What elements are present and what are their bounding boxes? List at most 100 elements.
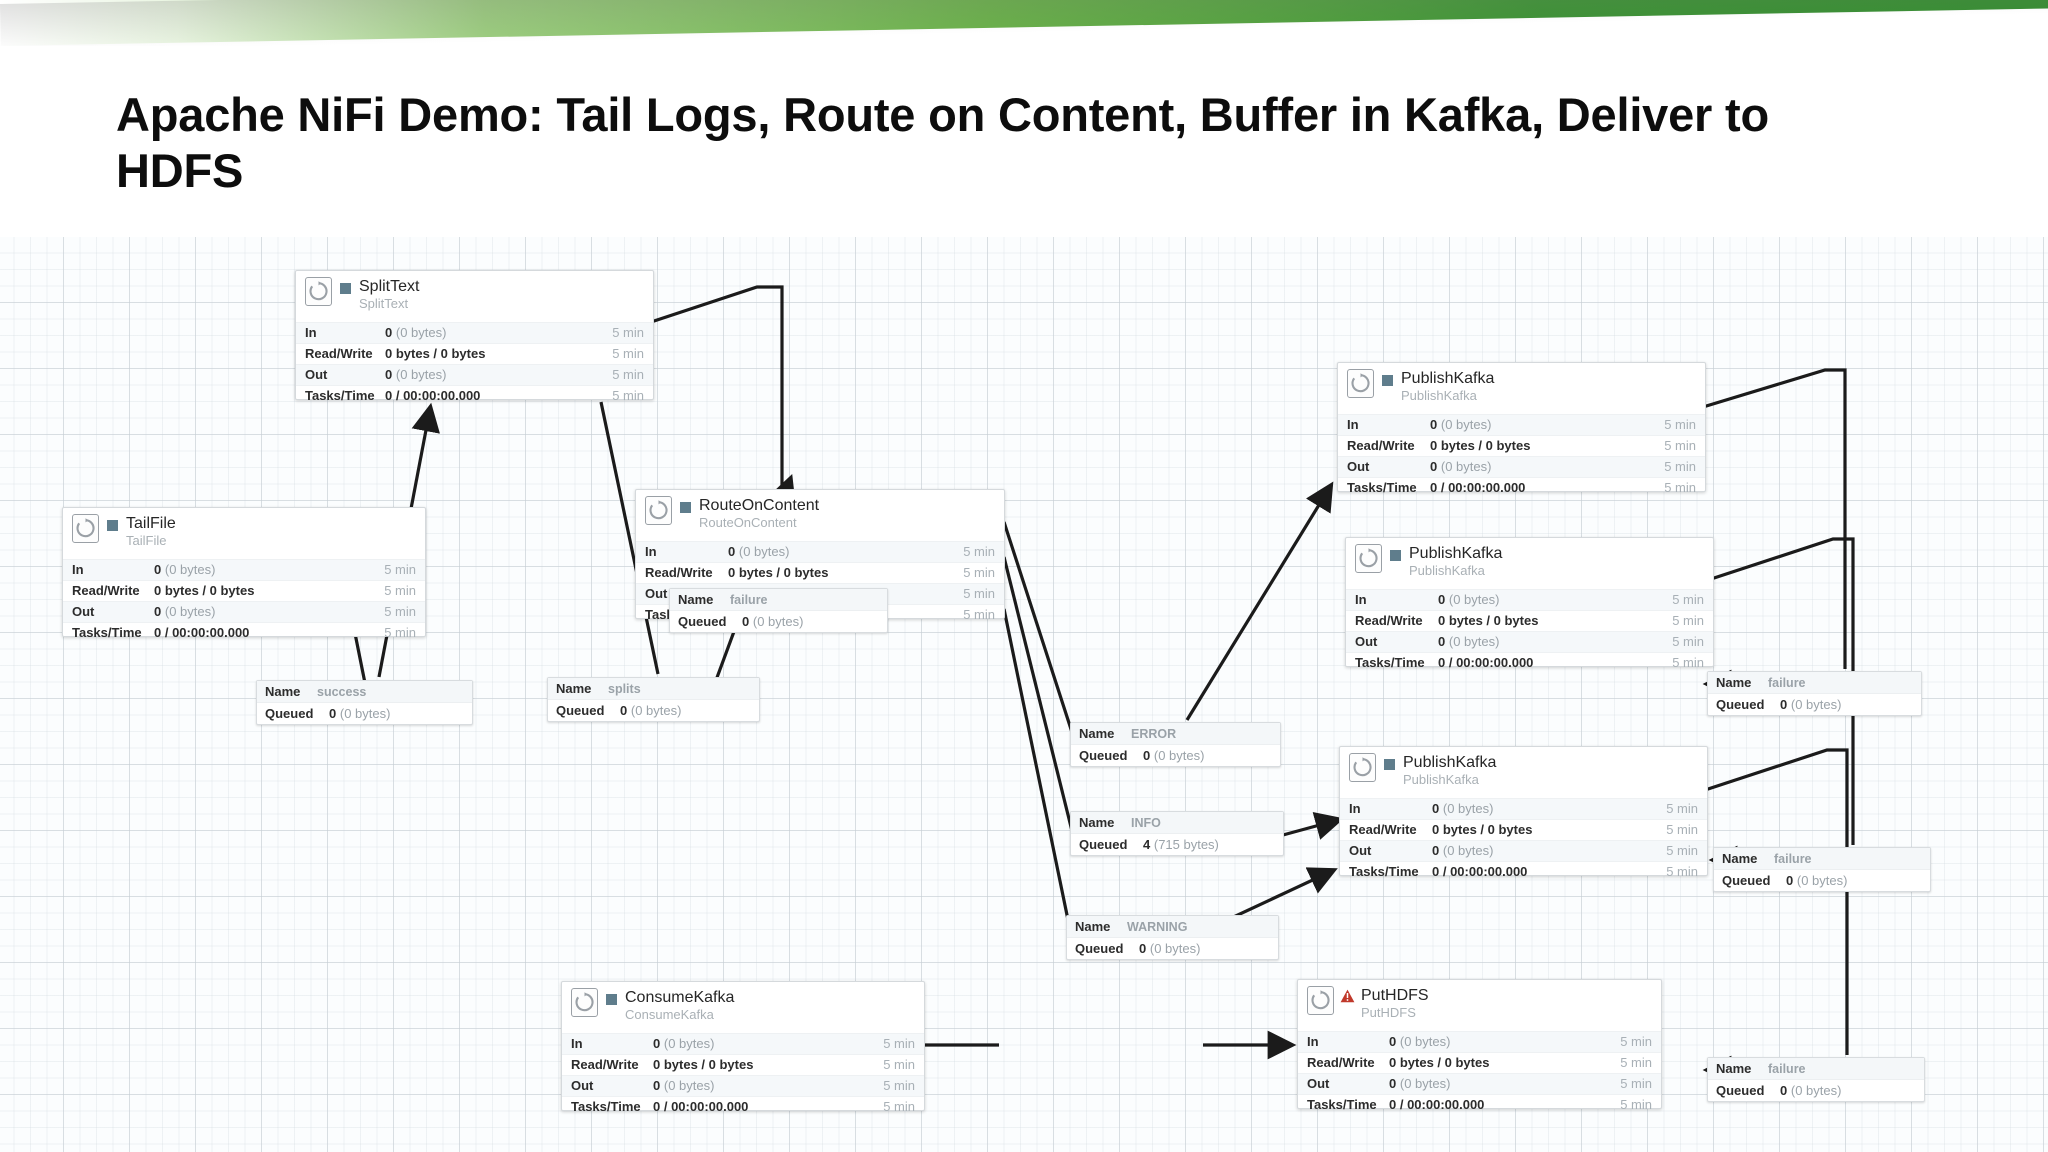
stat-row-read-write: Read/Write 0 bytes / 0 bytes 5 min	[562, 1054, 924, 1075]
stopped-square-icon	[340, 283, 351, 294]
stat-window-tasks-time: 5 min	[1620, 1097, 1652, 1112]
connection-name-label: Name	[1716, 675, 1752, 690]
connection-queued-value: 0 (0 bytes)	[620, 703, 682, 718]
stat-label-in: In	[305, 325, 317, 340]
stopped-square-icon	[1384, 759, 1395, 770]
stat-window-in: 5 min	[883, 1036, 915, 1051]
stat-window-read-write: 5 min	[963, 565, 995, 580]
stat-label-read-write: Read/Write	[645, 565, 713, 580]
processor-type: PublishKafka	[1401, 388, 1477, 403]
stat-value-out: 0 (0 bytes)	[1389, 1076, 1451, 1091]
stat-value-out: 0 (0 bytes)	[154, 604, 216, 619]
stopped-square-icon	[1382, 375, 1393, 386]
stat-window-tasks-time: 5 min	[963, 607, 995, 622]
stat-value-read-write: 0 bytes / 0 bytes	[653, 1057, 754, 1072]
stat-label-in: In	[1307, 1034, 1319, 1049]
stat-value-read-write: 0 bytes / 0 bytes	[728, 565, 829, 580]
processor-type: ConsumeKafka	[625, 1007, 714, 1022]
processor-name: RouteOnContent	[699, 497, 820, 514]
connection-queued-value: 0 (0 bytes)	[329, 706, 391, 721]
stat-label-read-write: Read/Write	[1349, 822, 1417, 837]
edge-kafka3-to-failure	[1704, 748, 1849, 1055]
stat-window-tasks-time: 5 min	[384, 625, 416, 640]
connection-name-label: Name	[678, 592, 714, 607]
stat-label-read-write: Read/Write	[571, 1057, 639, 1072]
stat-label-out: Out	[1307, 1076, 1330, 1091]
stat-window-out: 5 min	[612, 367, 644, 382]
stat-label-out: Out	[1349, 843, 1372, 858]
connection-queued-label: Queued	[1079, 748, 1128, 763]
stat-label-in: In	[1355, 592, 1367, 607]
stat-value-read-write: 0 bytes / 0 bytes	[385, 346, 486, 361]
stat-label-tasks-time: Tasks/Time	[1347, 480, 1417, 495]
stat-value-read-write: 0 bytes / 0 bytes	[1432, 822, 1533, 837]
stat-label-read-write: Read/Write	[1355, 613, 1423, 628]
warning-triangle-icon	[1340, 989, 1355, 1008]
edge-splittext-to-failure	[650, 285, 784, 585]
stat-value-out: 0 (0 bytes)	[1438, 634, 1500, 649]
stat-window-read-write: 5 min	[883, 1057, 915, 1072]
connection-queued-label: Queued	[1716, 697, 1765, 712]
stat-value-in: 0 (0 bytes)	[1430, 417, 1492, 432]
stat-value-tasks-time: 0 / 00:00:00.000	[653, 1099, 749, 1114]
stat-value-in: 0 (0 bytes)	[1438, 592, 1500, 607]
processor-loop-icon	[571, 988, 598, 1017]
processor-loop-icon	[645, 496, 672, 525]
banner-shadow	[0, 0, 2048, 46]
connection-queued-label: Queued	[1075, 941, 1124, 956]
page-title: Apache NiFi Demo: Tail Logs, Route on Co…	[116, 88, 1769, 197]
stat-label-out: Out	[305, 367, 328, 382]
stat-value-out: 0 (0 bytes)	[385, 367, 447, 382]
stat-value-tasks-time: 0 / 00:00:00.000	[1432, 864, 1528, 879]
stat-row-out: Out 0 (0 bytes) 5 min	[296, 364, 653, 385]
stat-label-in: In	[1349, 801, 1361, 816]
connection-queued-label: Queued	[556, 703, 605, 718]
stat-label-out: Out	[645, 586, 668, 601]
processor-loop-icon	[72, 514, 99, 543]
processor-name: ConsumeKafka	[625, 989, 735, 1006]
stat-window-out: 5 min	[1664, 459, 1696, 474]
stat-value-tasks-time: 0 / 00:00:00.000	[154, 625, 250, 640]
stopped-square-icon	[606, 994, 617, 1005]
stat-value-read-write: 0 bytes / 0 bytes	[1389, 1055, 1490, 1070]
